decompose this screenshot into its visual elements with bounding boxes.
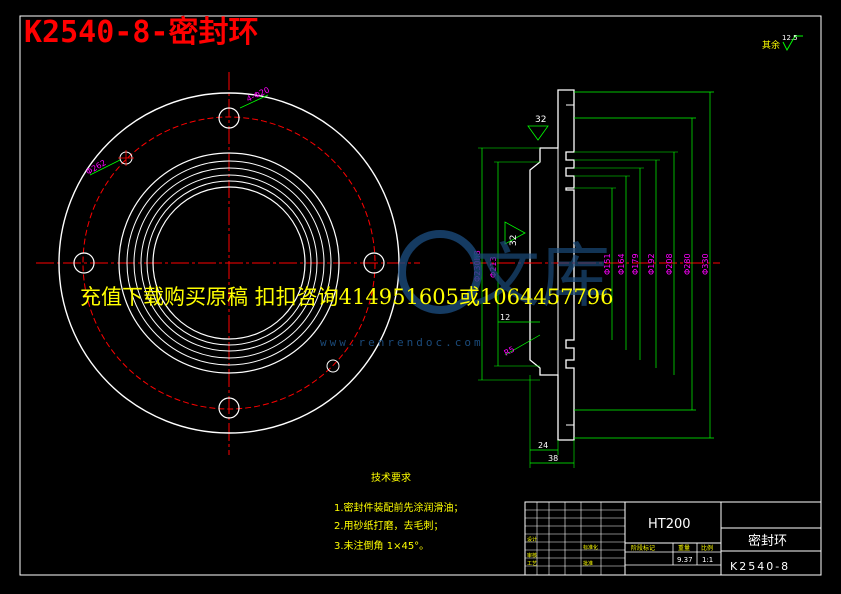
- tech-req-item-2: 2.用砂纸打磨，去毛刺；: [334, 519, 444, 532]
- tb-label-scale: 比例: [701, 544, 713, 552]
- dim-label-192: Φ192: [647, 253, 656, 275]
- pin-hole-lower-right: [326, 359, 340, 373]
- bore-circle: [152, 186, 306, 340]
- bolt-hole-right: [363, 252, 385, 274]
- hub-circle-1: [118, 152, 340, 374]
- tech-req-item-1: 1.密封件装配前先涂润滑油；: [334, 501, 464, 514]
- tb-label-stage: 阶段标记: [631, 544, 655, 552]
- leader-r5: [504, 334, 541, 356]
- surface-finish-value: 12.5: [782, 34, 798, 42]
- tb-drawing-no: K2540-8: [730, 560, 790, 573]
- technical-requirements: 技术要求 1.密封件装配前先涂润滑油； 2.用砂纸打磨，去毛刺； 3.未注倒角 …: [334, 471, 464, 552]
- pcd-circle: [82, 116, 376, 410]
- tb-left-grid: [525, 502, 625, 575]
- tech-req-item-3: 3.未注倒角 1×45°。: [334, 539, 429, 552]
- angle-mid: 32: [509, 235, 519, 246]
- dim-label-213: Φ213: [489, 256, 498, 278]
- title-block-frame: [524, 501, 822, 576]
- roughness-mid-icon: [504, 221, 526, 245]
- section-view: Φ151 Φ164 Φ179 Φ192 Φ208 Φ280 Φ330 Φ230h…: [470, 89, 720, 468]
- section-outline: [529, 89, 575, 441]
- drawing-border: [19, 15, 822, 576]
- dim-label-12: 12: [500, 313, 510, 322]
- roughness-icon: [782, 35, 803, 52]
- tb-label-design: 设计: [527, 536, 537, 543]
- watermark-site: www.renrendoc.com: [320, 336, 484, 349]
- drawing-title: K2540-8-密封环: [24, 15, 259, 50]
- front-view: 4-Φ20 Φ262: [36, 72, 420, 455]
- bolt-hole-top: [218, 107, 240, 129]
- title-block: 标准化 设计 审核 工艺 批准 HT200 阶段标记 重量 比例 9.37 1:…: [524, 501, 822, 576]
- tb-label-standard: 标准化: [583, 544, 598, 551]
- dim-pcd: Φ262: [85, 158, 108, 177]
- tech-req-title: 技术要求: [371, 471, 411, 484]
- bolt-hole-left: [73, 252, 95, 274]
- tb-label-approve: 批准: [583, 560, 593, 567]
- hub-circle-4: [140, 174, 318, 352]
- hub-circle-3: [133, 167, 325, 359]
- watermark-logo-text: 文库: [470, 235, 610, 317]
- tb-label-process: 工艺: [527, 561, 537, 567]
- roughness-top-icon: [527, 125, 549, 141]
- bolt-hole-bottom: [218, 397, 240, 419]
- watermark-logo-circle: [398, 230, 482, 314]
- dim-hole-count: 4-Φ20: [245, 85, 271, 103]
- watermark-promo: 充值下载购买原稿 扣扣咨询414951605或1064457796: [80, 285, 614, 309]
- tb-weight: 9.37: [677, 556, 693, 564]
- dim-right-labels: Φ151 Φ164 Φ179 Φ192 Φ208 Φ280 Φ330: [603, 253, 710, 275]
- dim-label-151: Φ151: [603, 253, 612, 275]
- dim-label-179: Φ179: [631, 253, 640, 275]
- watermark: 文库 www.renrendoc.com 充值下载购买原稿 扣扣咨询414951…: [80, 230, 614, 349]
- dim-label-280: Φ280: [683, 253, 692, 275]
- leader-pcd: [89, 159, 121, 176]
- leader-holes: [239, 94, 269, 109]
- tb-part-name: 密封环: [748, 533, 787, 549]
- dim-label-24: 24: [538, 441, 548, 450]
- surface-finish-label: 其余: [762, 39, 780, 51]
- hub-circle-5: [146, 180, 312, 346]
- tb-label-check: 审核: [527, 552, 537, 559]
- dim-label-164: Φ164: [617, 253, 626, 275]
- tb-label-weight: 重量: [678, 544, 690, 552]
- dim-label-208: Φ208: [665, 253, 674, 275]
- tb-material: HT200: [648, 517, 691, 532]
- hub-circle-2: [126, 160, 332, 366]
- dim-label-38: 38: [548, 454, 558, 463]
- dim-label-r5: R5: [503, 345, 517, 358]
- surface-finish-symbol: 其余 12.5: [762, 34, 803, 52]
- dim-label-330: Φ330: [701, 253, 710, 275]
- tb-scale: 1:1: [702, 556, 713, 564]
- angle-top: 32: [535, 115, 546, 125]
